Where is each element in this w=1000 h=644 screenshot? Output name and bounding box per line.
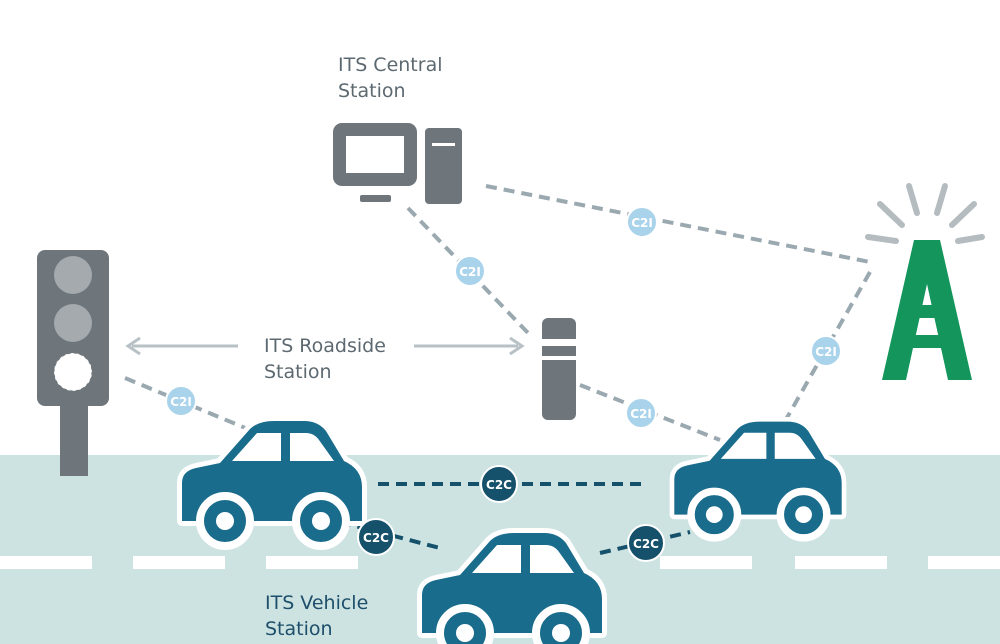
roadside-station-label-line1: ITS Roadside <box>264 333 386 359</box>
traffic-light-icon <box>37 250 109 476</box>
central-station-label-line1: ITS Central <box>338 52 443 78</box>
c2i-links <box>125 186 870 440</box>
vehicle-station-label-line2: Station <box>265 616 368 642</box>
central-station-label: ITS Central Station <box>338 52 443 104</box>
vehicle-station-label-line1: ITS Vehicle <box>265 590 368 616</box>
c2i-badge: C2I <box>166 386 196 416</box>
c2c-badge: C2C <box>358 519 394 555</box>
c2i-badge: C2I <box>627 207 657 237</box>
svg-text:C2I: C2I <box>459 265 481 279</box>
vehicle-station-label: ITS Vehicle Station <box>265 590 368 642</box>
antenna-tower-icon <box>868 186 982 380</box>
desktop-computer-icon <box>333 123 462 204</box>
svg-text:C2C: C2C <box>633 537 659 551</box>
svg-text:C2C: C2C <box>486 478 512 492</box>
central-station-label-line2: Station <box>338 78 443 104</box>
c2i-badge: C2I <box>455 256 485 286</box>
svg-text:C2I: C2I <box>630 407 652 421</box>
svg-text:C2I: C2I <box>631 216 653 230</box>
roadside-unit-icon <box>542 318 576 420</box>
c2i-badge: C2I <box>811 336 841 366</box>
c2c-badge: C2C <box>628 525 664 561</box>
svg-text:C2C: C2C <box>363 531 389 545</box>
c2c-badge: C2C <box>481 466 517 502</box>
svg-text:C2I: C2I <box>815 345 837 359</box>
c2i-badge: C2I <box>626 398 656 428</box>
roadside-station-label-line2: Station <box>264 359 386 385</box>
svg-text:C2I: C2I <box>170 395 192 409</box>
roadside-station-label: ITS Roadside Station <box>264 333 386 385</box>
